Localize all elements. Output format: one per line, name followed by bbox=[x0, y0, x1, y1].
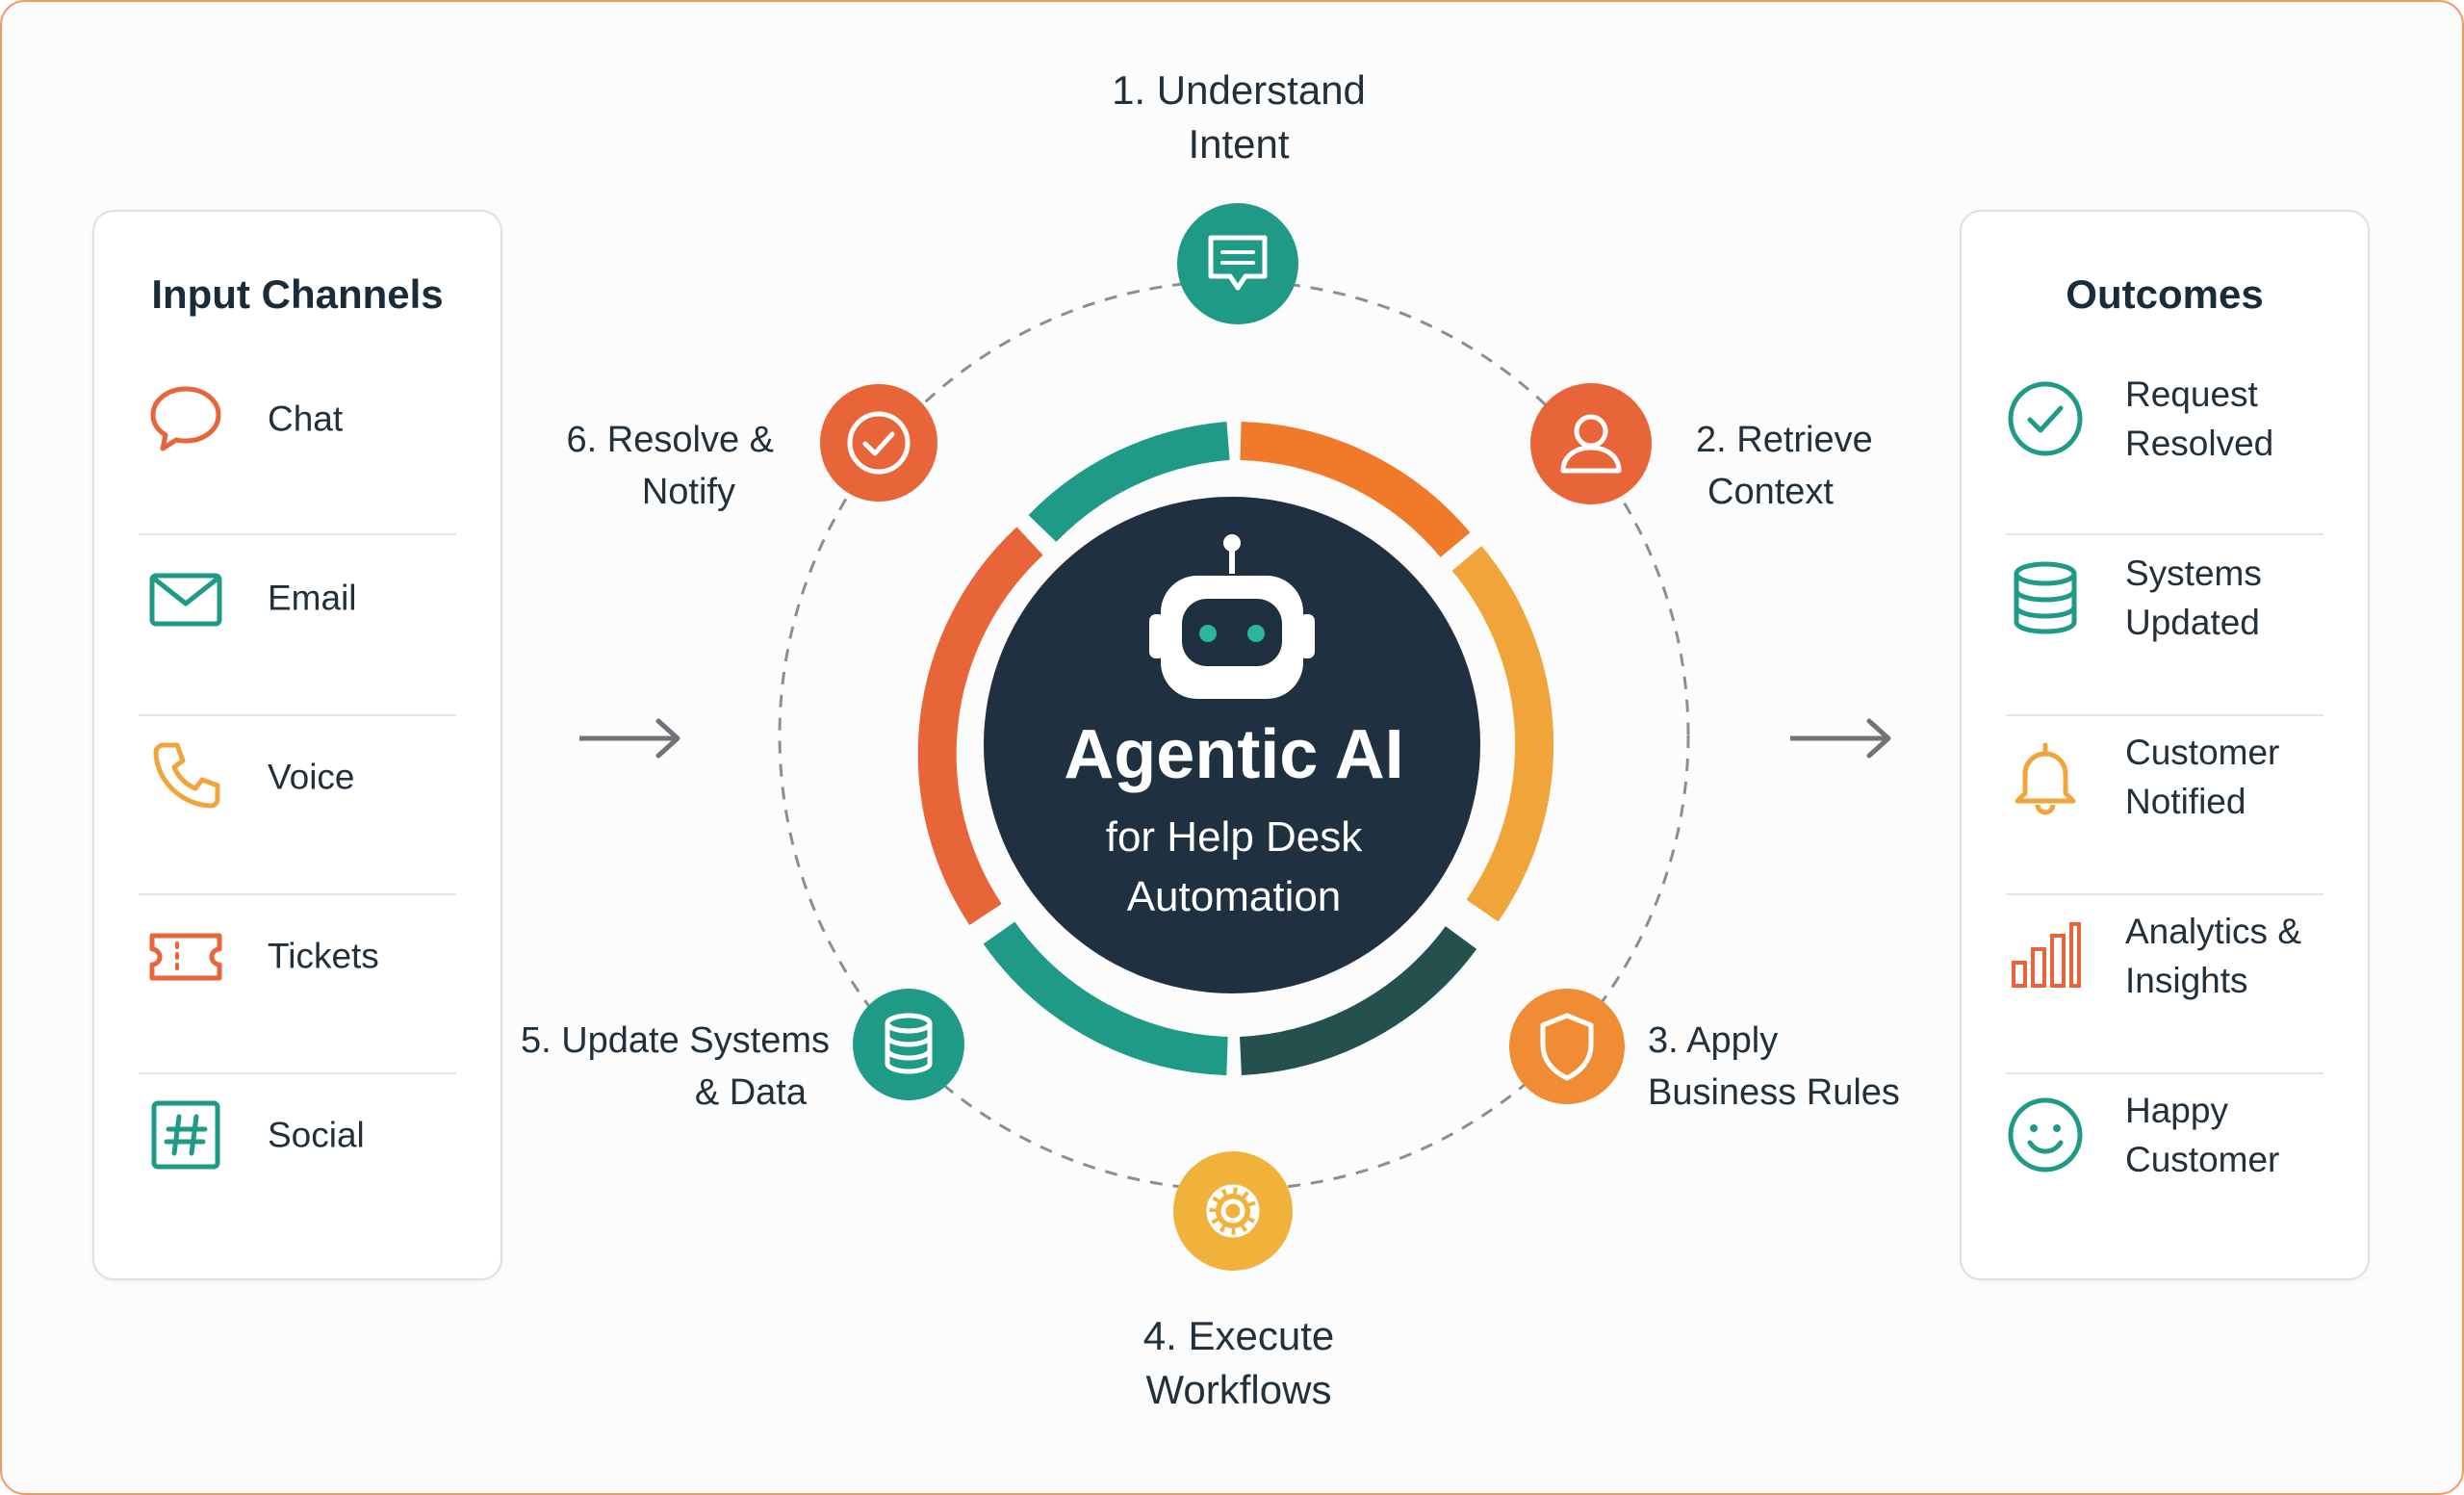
segmented-ring bbox=[917, 422, 1554, 1075]
check-circle-icon bbox=[847, 411, 911, 475]
step-2-node bbox=[1530, 383, 1652, 504]
arrow-right-icon bbox=[1790, 718, 1891, 759]
phone-icon bbox=[142, 734, 229, 820]
channel-tickets: Tickets bbox=[94, 866, 500, 1045]
divider bbox=[2006, 714, 2323, 716]
channel-voice: Voice bbox=[94, 687, 500, 866]
step-6-node bbox=[820, 384, 937, 502]
shield-icon bbox=[1540, 1013, 1594, 1081]
chat-bubble-icon bbox=[142, 375, 229, 462]
ring-segment bbox=[917, 527, 1043, 926]
outcome-happy-customer: Happy Customer bbox=[1962, 1045, 2368, 1224]
orbit-ring bbox=[778, 279, 1690, 1192]
outcome-label: Request Resolved bbox=[2125, 374, 2274, 463]
step-6-label: 6. Resolve & Notify bbox=[566, 420, 774, 512]
divider bbox=[2006, 1072, 2323, 1074]
channel-label: Voice bbox=[268, 757, 355, 797]
channel-label: Social bbox=[268, 1115, 365, 1155]
hashtag-icon bbox=[142, 1092, 229, 1178]
divider bbox=[2006, 533, 2323, 535]
user-icon bbox=[1560, 414, 1622, 474]
step-3-node bbox=[1509, 989, 1625, 1104]
outcome-systems-updated: Systems Updated bbox=[1962, 508, 2368, 687]
envelope-icon bbox=[142, 554, 229, 641]
channel-chat: Chat bbox=[94, 329, 500, 508]
input-channels-title: Input Channels bbox=[151, 271, 444, 317]
bar-chart-icon bbox=[2002, 913, 2089, 999]
center-core bbox=[984, 497, 1480, 993]
channel-email: Email bbox=[94, 508, 500, 687]
ring-segment bbox=[1240, 422, 1471, 558]
input-channels-panel: Input Channels Chat Email Voice bbox=[92, 210, 502, 1280]
arrow-right-icon bbox=[579, 718, 680, 759]
divider bbox=[139, 893, 456, 895]
channel-label: Chat bbox=[268, 399, 344, 439]
outcome-request-resolved: Request Resolved bbox=[1962, 329, 2368, 508]
outcome-label: Happy Customer bbox=[2125, 1091, 2280, 1179]
center-subtitle-line1: for Help Desk bbox=[1105, 813, 1363, 861]
ring-segment bbox=[1028, 422, 1230, 543]
outcomes-title: Outcomes bbox=[2066, 271, 2264, 317]
center-title: Agentic AI bbox=[1064, 716, 1404, 793]
outcome-customer-notified: Customer Notified bbox=[1962, 687, 2368, 866]
center-subtitle-line2: Automation bbox=[1126, 873, 1342, 920]
step-1-node bbox=[1177, 203, 1298, 324]
step-3-label: 3. Apply Business Rules bbox=[1648, 1020, 1900, 1113]
step-2-label: 2. Retrieve Context bbox=[1696, 420, 1873, 512]
channel-social: Social bbox=[94, 1045, 500, 1224]
outcome-label: Analytics & Insights bbox=[2125, 912, 2302, 1000]
step-4-node bbox=[1173, 1151, 1293, 1271]
step-5-label: 5. Update Systems & Data bbox=[520, 1020, 830, 1113]
channel-label: Email bbox=[268, 578, 357, 618]
outcomes-panel: Outcomes Request Resolved Systems Update… bbox=[1960, 210, 2370, 1280]
ring-segment bbox=[983, 921, 1228, 1075]
outcome-label: Systems Updated bbox=[2125, 554, 2262, 642]
divider bbox=[139, 1072, 456, 1074]
robot-icon bbox=[1149, 534, 1315, 699]
step-4-label: 4. Execute Workflows bbox=[1142, 1313, 1335, 1412]
divider bbox=[2006, 893, 2323, 895]
divider bbox=[139, 714, 456, 716]
message-icon bbox=[1208, 235, 1268, 291]
step-5-node bbox=[853, 989, 964, 1100]
step-1-label: 1. Understand Intent bbox=[1112, 67, 1366, 167]
outcome-analytics: Analytics & Insights bbox=[1962, 866, 2368, 1045]
gear-icon bbox=[1206, 1184, 1260, 1238]
smiley-icon bbox=[2002, 1092, 2089, 1178]
divider bbox=[139, 533, 456, 535]
database-icon bbox=[2002, 554, 2089, 641]
check-circle-icon bbox=[2002, 375, 2089, 462]
database-icon bbox=[885, 1013, 933, 1074]
ring-segment bbox=[1451, 546, 1554, 922]
outcome-label: Customer Notified bbox=[2125, 733, 2280, 821]
ring-segment bbox=[1239, 926, 1477, 1075]
bell-icon bbox=[2002, 734, 2089, 820]
channel-label: Tickets bbox=[268, 936, 379, 976]
ticket-icon bbox=[142, 913, 229, 999]
